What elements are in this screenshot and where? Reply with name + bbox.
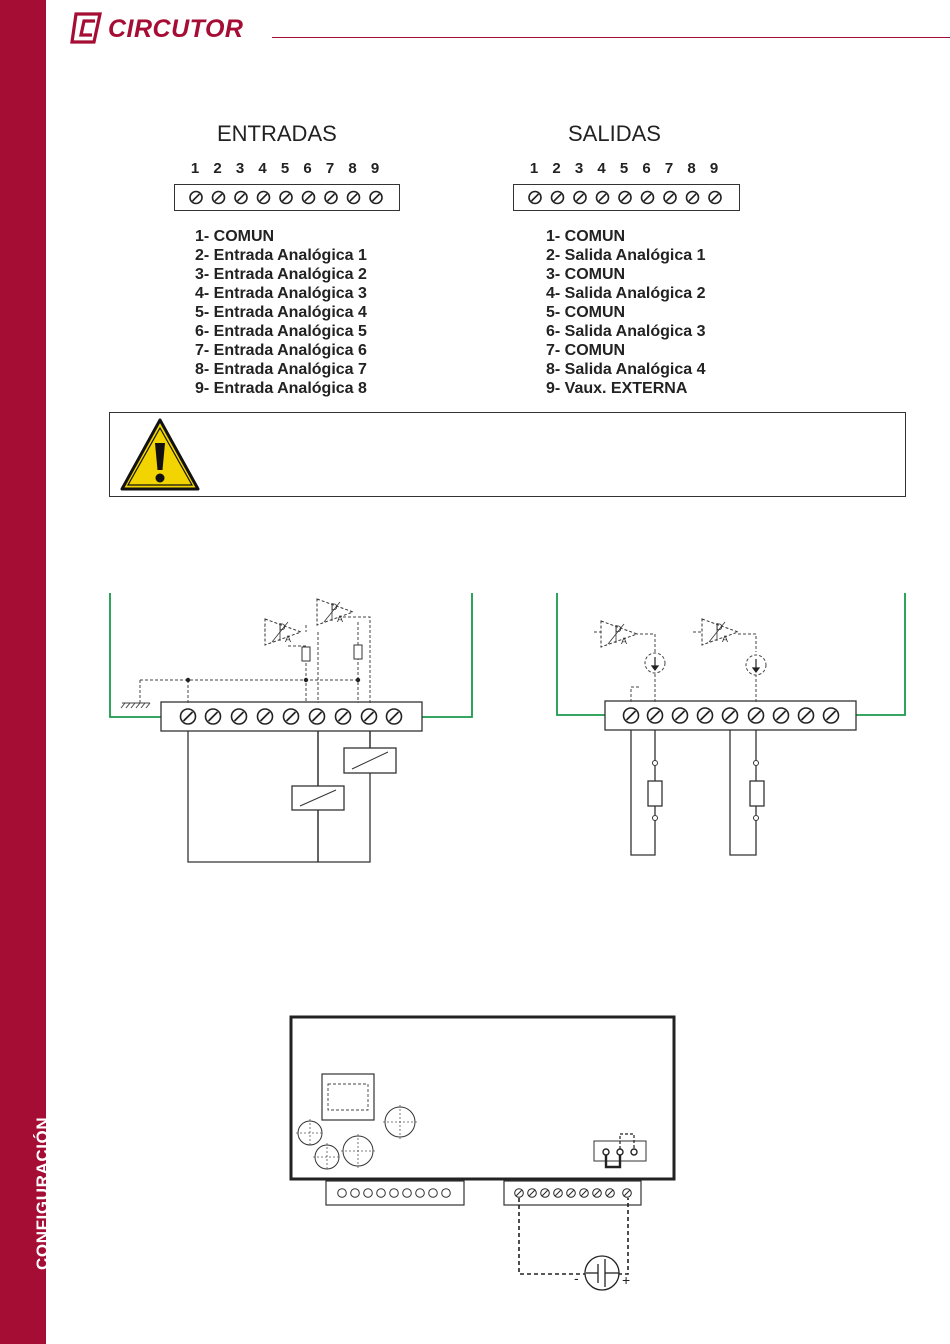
circutor-logo-icon: [70, 12, 102, 44]
converter-a-label: A: [621, 636, 627, 646]
terminal-number: 7: [325, 160, 335, 177]
list-item: 5- COMUN: [546, 304, 626, 321]
converter-d-label: D: [716, 622, 723, 632]
list-item: 2- Salida Analógica 1: [546, 247, 706, 264]
terminal-number: 3: [574, 160, 584, 177]
terminal-number: 5: [280, 160, 290, 177]
terminal-number: 3: [235, 160, 245, 177]
inputs-terminal-list: 1- COMUN 2- Entrada Analógica 1 3- Entra…: [195, 227, 367, 398]
converter-d-label: D: [331, 602, 338, 612]
list-item: 7- COMUN: [546, 342, 626, 359]
terminal-number: 9: [709, 160, 719, 177]
brand-text: CIRCUTOR: [108, 15, 244, 43]
converter-a-label: A: [722, 634, 728, 644]
converter-d-label: D: [279, 622, 286, 632]
terminal-number: 2: [213, 160, 222, 177]
sidebar-band: CONFIGURACIÓN: [0, 0, 52, 1344]
list-item: 9- Vaux. EXTERNA: [546, 380, 688, 397]
list-item: 6- Entrada Analógica 5: [195, 323, 367, 340]
terminal-number: 6: [303, 160, 312, 177]
outputs-terminal-block: [513, 184, 740, 211]
list-item: 8- Salida Analógica 4: [546, 361, 706, 378]
outputs-terminal-numbers: 1 2 3 4 5 6 7 8 9: [527, 160, 727, 178]
terminal-number: 8: [348, 160, 357, 177]
terminal-number: 6: [642, 160, 651, 177]
list-item: 2- Entrada Analógica 1: [195, 247, 367, 264]
terminal-number: 4: [597, 160, 606, 177]
terminal-number: 7: [664, 160, 674, 177]
list-item: 1- COMUN: [195, 228, 275, 245]
converter-a-label: A: [337, 614, 343, 624]
circutor-logo: CIRCUTOR: [70, 12, 270, 46]
outputs-terminal-list: 1- COMUN 2- Salida Analógica 1 3- COMUN …: [546, 227, 705, 398]
terminal-number: 4: [258, 160, 267, 177]
terminal-number: 8: [687, 160, 696, 177]
terminal-number: 5: [619, 160, 629, 177]
terminal-number: 1: [190, 160, 200, 177]
inputs-title: ENTRADAS: [217, 121, 337, 146]
list-item: 8- Entrada Analógica 7: [195, 361, 367, 378]
list-item: 9- Entrada Analógica 8: [195, 380, 367, 397]
warning-triangle-icon: [120, 418, 200, 491]
converter-a-label: A: [285, 634, 291, 644]
terminal-number: 2: [552, 160, 561, 177]
outputs-title: SALIDAS: [568, 121, 661, 146]
device-external-supply-diagram: - +: [289, 1015, 676, 1291]
terminal-screws: [189, 190, 383, 205]
warning-box: [109, 412, 906, 497]
terminal-number: 9: [370, 160, 380, 177]
terminal-number: 1: [529, 160, 539, 177]
list-item: 6- Salida Analógica 3: [546, 323, 706, 340]
battery-plus-label: +: [622, 1272, 630, 1288]
list-item: 3- COMUN: [546, 266, 626, 283]
battery-minus-label: -: [574, 1270, 579, 1286]
list-item: 4- Salida Analógica 2: [546, 285, 706, 302]
list-item: 4- Entrada Analógica 3: [195, 285, 367, 302]
list-item: 7- Entrada Analógica 6: [195, 342, 367, 359]
input-wiring-diagram: D A D A: [109, 593, 473, 863]
header-rule: [272, 37, 950, 38]
converter-d-label: D: [615, 624, 622, 634]
list-item: 1- COMUN: [546, 228, 626, 245]
list-item: 3- Entrada Analógica 2: [195, 266, 367, 283]
inputs-terminal-numbers: 1 2 3 4 5 6 7 8 9: [188, 160, 388, 178]
output-wiring-diagram: D A D A: [556, 593, 906, 856]
terminal-screws: [528, 190, 722, 205]
inputs-terminal-block: [174, 184, 400, 211]
list-item: 5- Entrada Analógica 4: [195, 304, 367, 321]
